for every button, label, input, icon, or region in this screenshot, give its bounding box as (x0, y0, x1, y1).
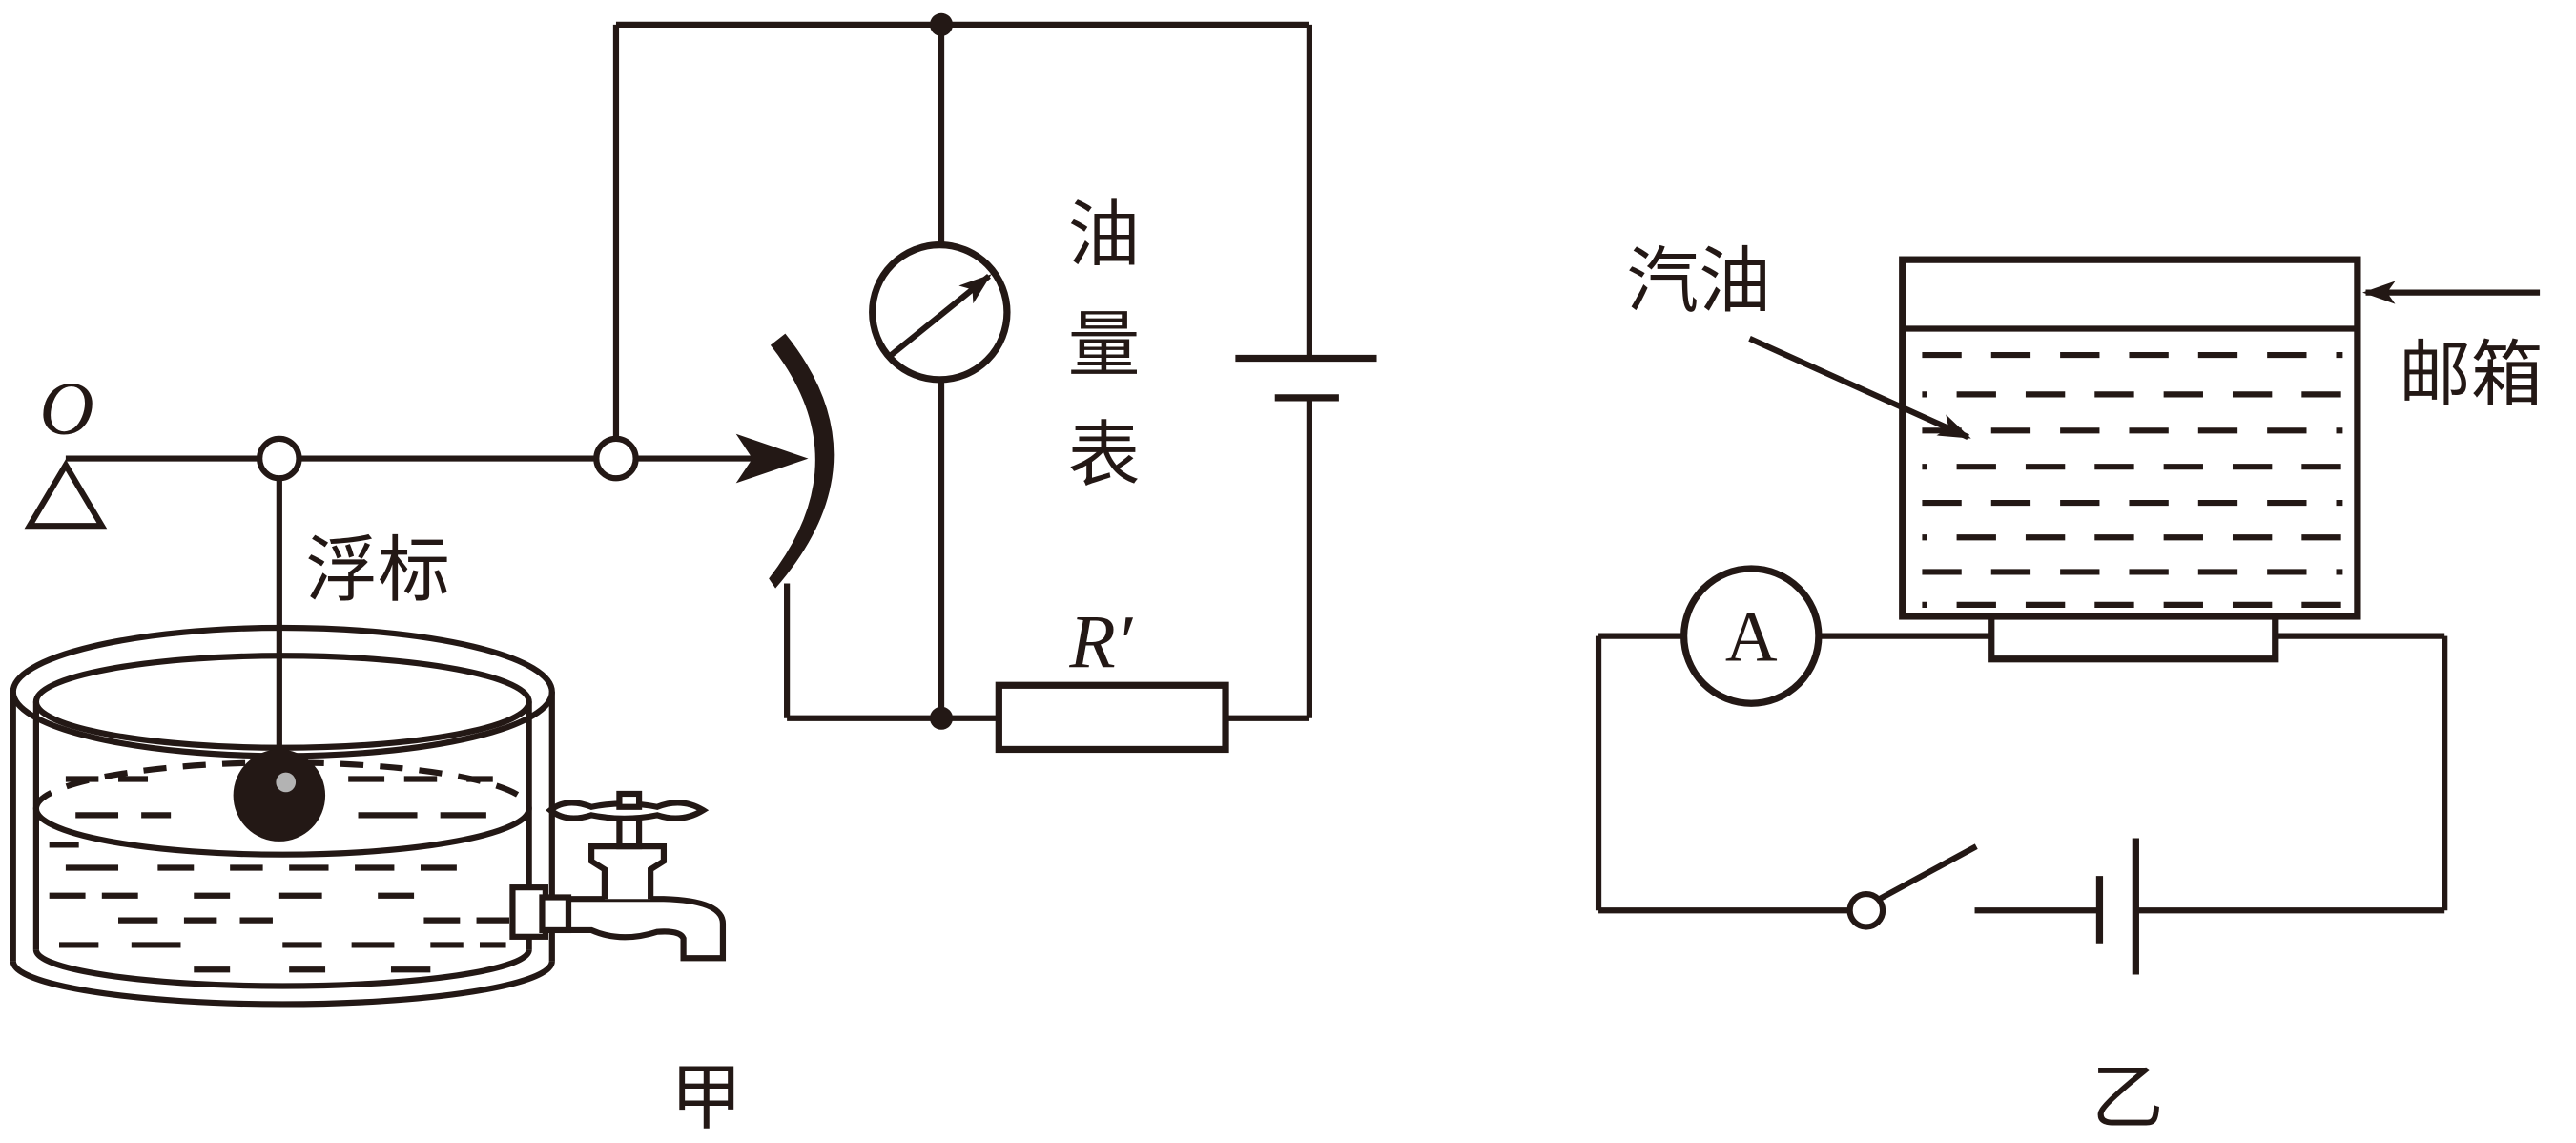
fuel-gauge-label: 油量表 (1068, 193, 1141, 497)
slider-arrowhead (735, 433, 809, 484)
switch-blade (1878, 843, 1978, 902)
junction-bottom (929, 706, 954, 730)
figure-jia-caption: 甲 (670, 1055, 743, 1139)
float-hinge (257, 435, 302, 482)
pivot-triangle (24, 459, 108, 530)
faucet-spout (565, 896, 727, 962)
float-ball (233, 749, 326, 842)
fuel-tank-box (1899, 256, 2361, 620)
figure-yi-caption: 乙 (2092, 1055, 2164, 1139)
fuel-gauge-label-char: 油 (1068, 193, 1141, 277)
oil-surface-front (32, 808, 532, 858)
resistor-label: R′ (1068, 600, 1133, 684)
faucet-handle (546, 800, 710, 821)
fuel-gauge-meter (869, 241, 1011, 384)
switch-pivot (1846, 890, 1886, 930)
figure-jia: O 浮标 油量表 R′ 甲 (10, 12, 1377, 1139)
fuel-gauge-needle (885, 273, 992, 361)
oil-dashes (49, 776, 509, 973)
fuel-gauge-label-char: 表 (1068, 413, 1141, 497)
tank-inner-rim (32, 653, 532, 751)
gasoline-pointer (1748, 336, 1971, 441)
resistor-r-prime (995, 681, 1229, 754)
tank-label: 邮箱 (2399, 333, 2544, 417)
ammeter (1680, 565, 1823, 707)
fuel-gauge-label-char: 量 (1068, 303, 1141, 387)
gasoline-dashes-a (1922, 351, 2343, 575)
faucet-valve-body (588, 842, 668, 900)
slider-hinge (593, 435, 639, 482)
pivot-label: O (39, 367, 93, 451)
gasoline-label: 汽油 (1626, 239, 1771, 322)
faucet-knob (616, 790, 643, 810)
tank-outer-bottom (10, 961, 555, 1008)
pressure-sensor (1988, 613, 2279, 663)
float-ball-highlight (276, 772, 297, 793)
junction-top (929, 12, 954, 36)
tank-outer-rim (10, 624, 555, 759)
variable-resistor-arc (769, 333, 835, 589)
gasoline-dashes-b (1922, 391, 2343, 608)
ammeter-label: A (1725, 596, 1778, 676)
float-label: 浮标 (305, 529, 450, 613)
faucet (509, 790, 727, 962)
figure-yi: 汽油 邮箱 A 乙 (1595, 239, 2544, 1139)
faucet-coupling-inner (539, 894, 572, 934)
tank-inner-bottom (32, 949, 532, 989)
